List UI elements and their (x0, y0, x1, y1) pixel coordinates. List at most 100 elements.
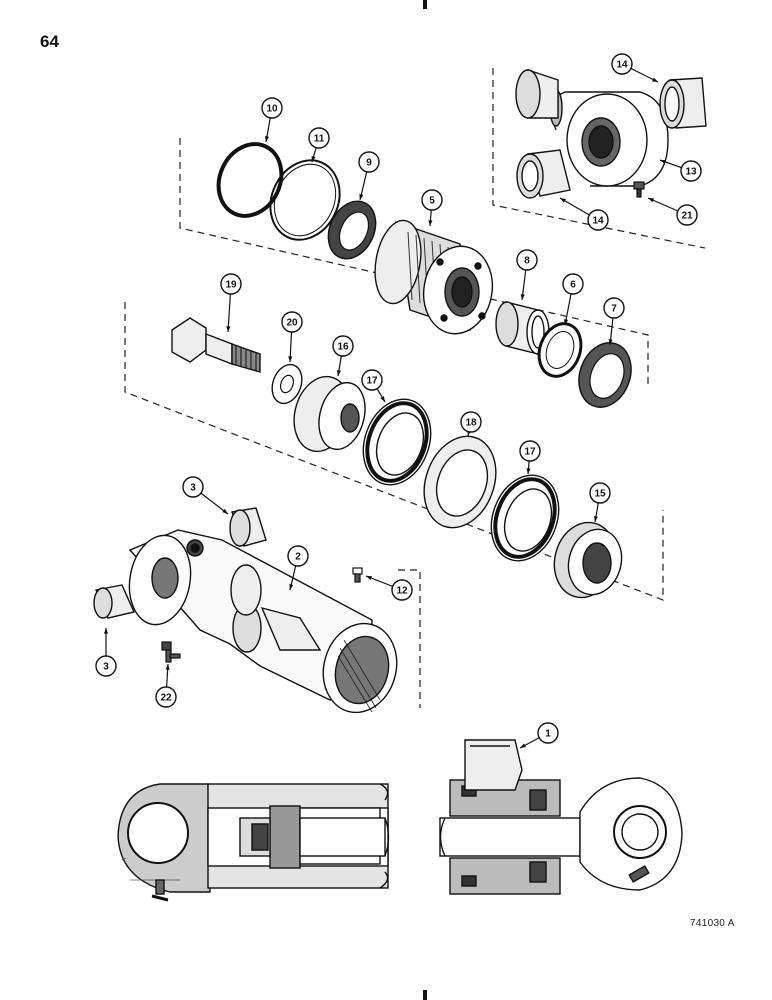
callout-14: 14 (611, 53, 659, 83)
callout-circle (516, 249, 538, 271)
callout-label: 8 (524, 256, 530, 267)
callout-circle (155, 686, 177, 708)
part-bushing-3-lower (93, 584, 135, 619)
callout-14: 14 (559, 197, 609, 231)
callout-label: 9 (366, 158, 372, 169)
callout-arrowhead (359, 194, 364, 200)
callout-circle (182, 476, 204, 498)
callout-arrowhead (311, 156, 316, 162)
callout-19: 19 (220, 273, 242, 333)
callout-arrowhead (222, 508, 228, 514)
callout-arrowhead (526, 468, 531, 474)
callout-circle (261, 97, 283, 119)
callout-label: 20 (286, 318, 298, 329)
callout-1: 1 (519, 722, 559, 749)
part-washer-20 (271, 363, 303, 405)
drawing-code: 741030 A (690, 918, 735, 929)
part-set-screw-12 (352, 567, 363, 583)
callout-arrowhead (520, 743, 526, 748)
callout-label: 21 (681, 211, 693, 222)
callout-arrowhead (289, 584, 294, 590)
callout-circle (281, 311, 303, 333)
callout-arrowhead (288, 356, 293, 362)
callout-leader-line (559, 197, 590, 216)
callout-arrowhead (608, 339, 613, 345)
callout-circle (603, 297, 625, 319)
group-outline-base-end (492, 68, 706, 249)
callout-9: 9 (358, 151, 380, 201)
callout-arrowhead (593, 516, 598, 522)
part-retaining-ring-10 (216, 142, 284, 218)
callout-arrowhead (264, 136, 270, 142)
callout-circle (421, 189, 443, 211)
callout-circle (562, 273, 584, 295)
callout-arrowhead (520, 294, 525, 300)
callout-circle (680, 160, 702, 182)
callout-circle (361, 369, 383, 391)
callout-13: 13 (659, 159, 702, 182)
part-rod-seal-6 (537, 322, 583, 378)
part-bolt-19 (171, 317, 261, 373)
callout-label: 16 (337, 342, 349, 353)
callout-label: 18 (465, 418, 477, 429)
callout-arrowhead (226, 326, 231, 332)
callout-12: 12 (365, 575, 413, 601)
part-cylinder-tube-2 (128, 529, 398, 714)
callout-arrowhead (103, 628, 109, 634)
callout-circle (220, 273, 242, 295)
callout-label: 2 (295, 552, 301, 563)
part-grease-fitting-21 (633, 181, 645, 198)
callout-leader-line (200, 492, 229, 515)
callout-leader-line (227, 293, 231, 333)
callout-label: 14 (592, 216, 604, 227)
callout-arrowhead (366, 576, 372, 580)
callout-arrowhead (652, 77, 658, 82)
callout-circle (308, 127, 330, 149)
group-outline-tube (398, 569, 421, 708)
part-wiper-7 (578, 342, 632, 408)
callout-label: 3 (103, 662, 109, 673)
callout-label: 11 (314, 134, 325, 145)
callout-label: 1 (545, 729, 551, 740)
callout-18: 18 (460, 411, 482, 437)
callout-circle (95, 655, 117, 677)
callout-6: 6 (562, 273, 584, 326)
callout-label: 17 (366, 376, 378, 387)
callout-2: 2 (287, 545, 309, 591)
part-bushing-14-lower (516, 149, 571, 199)
callout-17: 17 (361, 369, 386, 403)
part-bushing-14-upper (659, 77, 707, 129)
part-gland-5 (374, 219, 494, 335)
callout-15: 15 (589, 482, 611, 523)
callout-5: 5 (421, 189, 443, 227)
callout-circle (287, 545, 309, 567)
callout-17: 17 (519, 440, 541, 475)
callout-8: 8 (516, 249, 538, 301)
callout-3: 3 (95, 628, 117, 677)
callout-21: 21 (647, 197, 698, 226)
callout-arrowhead (648, 198, 654, 203)
callout-16: 16 (332, 335, 354, 377)
callout-label: 15 (594, 489, 606, 500)
callout-label: 19 (225, 280, 237, 291)
callout-label: 17 (524, 447, 536, 458)
part-piston-seal-17-lower (490, 474, 560, 562)
part-o-ring-11 (269, 159, 341, 241)
sectional-assembly-view (117, 739, 683, 902)
callout-circle (519, 440, 541, 462)
callout-11: 11 (308, 127, 330, 163)
callout-arrowhead (564, 319, 569, 325)
callout-arrowhead (380, 396, 385, 402)
callout-7: 7 (603, 297, 625, 346)
part-piston-seal-17-upper (362, 398, 432, 486)
callout-circle (611, 53, 633, 75)
callout-circle (460, 411, 482, 433)
bottom-binding-mark (423, 990, 427, 1000)
part-bushing-3-upper (229, 507, 267, 547)
callout-circle (391, 579, 413, 601)
callout-label: 7 (611, 304, 617, 315)
callout-circle (589, 482, 611, 504)
callout-label: 5 (429, 196, 435, 207)
